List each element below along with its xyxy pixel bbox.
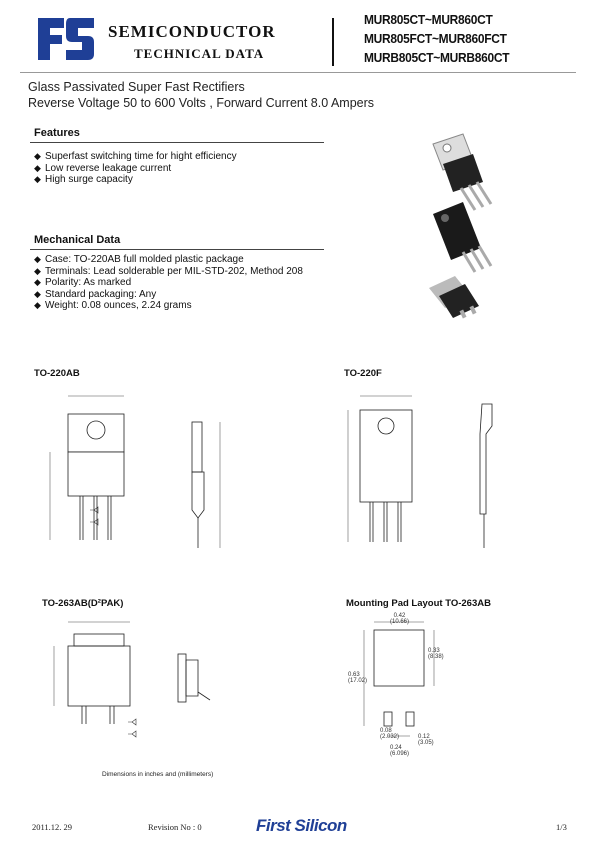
list-item: ◆Terminals: Lead solderable per MIL-STD-… <box>34 265 303 277</box>
diamond-bullet-icon: ◆ <box>34 162 41 173</box>
footer-date: 2011.12. 29 <box>32 822 73 832</box>
footer-page-number: 1/3 <box>556 822 567 832</box>
list-item: ◆Standard packaging: Any <box>34 288 157 300</box>
list-item: ◆Low reverse leakage current <box>34 162 172 174</box>
list-item: ◆Superfast switching time for hight effi… <box>34 151 237 162</box>
to220f-drawing <box>347 395 493 548</box>
part-number-2: MUR805FCT~MUR860FCT <box>364 31 507 46</box>
to220f-label: TO-220F <box>344 368 382 379</box>
company-name: SEMICONDUCTOR <box>108 22 276 41</box>
diamond-bullet-icon: ◆ <box>34 254 41 264</box>
mount-dim-pitch: 0.24(6.096) <box>390 745 410 757</box>
footer-revision: Revision No : 0 <box>148 822 202 832</box>
first-silicon-logo <box>38 18 94 60</box>
mount-dim-pad-width: 0.08(2.032) <box>380 728 400 740</box>
header-rule <box>20 72 576 73</box>
mount-dim-width: 0.42(10.66) <box>390 613 410 625</box>
description-line-2: Reverse Voltage 50 to 600 Volts , Forwar… <box>28 96 375 110</box>
to263-package-image <box>429 276 479 319</box>
list-item: ◆Case: TO-220AB full molded plastic pack… <box>34 254 244 265</box>
list-item: ◆Weight: 0.08 ounces, 2.24 grams <box>34 300 192 311</box>
mechanical-list: ◆Case: TO-220AB full molded plastic pack… <box>34 254 303 312</box>
footer-brand: First Silicon <box>256 816 347 835</box>
part-number-3: MURB805CT~MURB860CT <box>364 50 510 65</box>
mount-dim-height: 0.33(8.38) <box>428 648 444 660</box>
diamond-bullet-icon: ◆ <box>34 288 41 299</box>
diamond-bullet-icon: ◆ <box>34 265 41 276</box>
part-number-1: MUR805CT~MUR860CT <box>364 12 493 27</box>
diamond-bullet-icon: ◆ <box>34 174 41 184</box>
to220ab-label: TO-220AB <box>34 368 80 379</box>
to220ab-drawing <box>49 395 221 548</box>
diamond-bullet-icon: ◆ <box>34 300 41 310</box>
features-list: ◆Superfast switching time for hight effi… <box>34 151 237 186</box>
features-heading: Features <box>30 127 324 143</box>
list-item: ◆Polarity: As marked <box>34 277 132 288</box>
mechanical-heading: Mechanical Data <box>30 234 324 250</box>
mount-dim-pad-height: 0.12(3.05) <box>418 734 434 746</box>
diamond-bullet-icon: ◆ <box>34 277 41 287</box>
header-divider <box>332 18 334 66</box>
diamond-bullet-icon: ◆ <box>34 151 41 161</box>
to263ab-drawing <box>53 621 211 738</box>
description-line-1: Glass Passivated Super Fast Rectifiers <box>28 80 245 94</box>
mount-dim-total-height: 0.63(17.02) <box>348 672 368 684</box>
to263ab-label: TO-263AB(D²PAK) <box>42 598 124 609</box>
to220-package-image <box>432 133 493 211</box>
mounting-pad-drawing <box>363 621 435 737</box>
dimensions-note: Dimensions in inches and (millimeters) <box>102 771 214 778</box>
list-item: ◆High surge capacity <box>34 174 133 185</box>
technical-data-label: TECHNICAL DATA <box>134 46 265 61</box>
to220f-package-image <box>433 202 493 273</box>
package-photos <box>429 133 493 319</box>
mounting-pad-label: Mounting Pad Layout TO-263AB <box>346 598 491 609</box>
